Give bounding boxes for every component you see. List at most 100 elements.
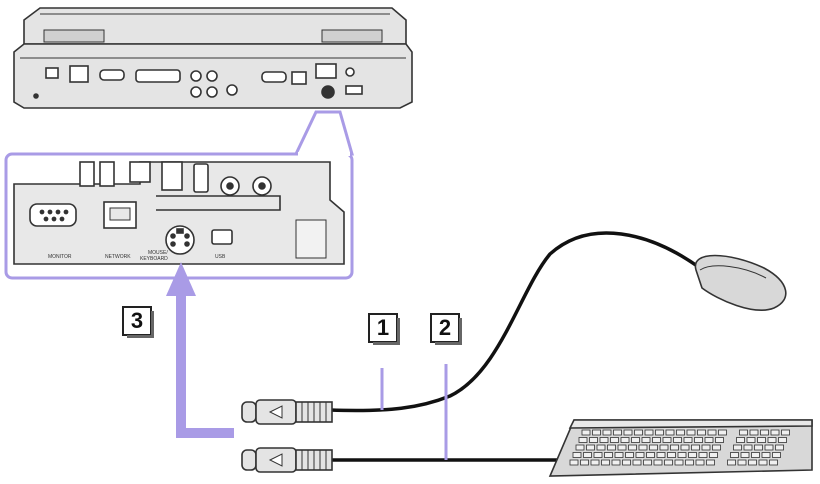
laptop-icon [13,7,413,109]
keyboard-key [656,452,666,458]
port-label-network: NETWORK [105,254,131,260]
keyboard-key [683,437,693,443]
keyboard-key [778,437,787,443]
keyboard-key [746,437,756,443]
keyboard-key [677,452,687,458]
keyboard-key [718,429,727,436]
keyboard-key [694,437,703,443]
keyboard-icon [548,419,813,477]
keyboard-key [581,429,591,436]
keyboard-key [737,459,747,466]
keyboard-key [601,459,610,466]
keyboard-key [617,444,627,451]
keyboard-key [754,444,763,451]
port-label-usb: USB [215,254,226,260]
keyboard-key [695,459,705,466]
ps2-connector-icon [241,399,333,425]
keyboard-key [697,429,706,436]
keyboard-key [641,437,651,443]
keyboard-key [655,429,664,436]
keyboard-key [686,429,696,436]
keyboard-key [590,459,600,466]
keyboard-key [575,444,585,451]
keyboard-key [673,437,682,443]
keyboard-key [610,437,619,443]
keyboard-key [586,444,595,451]
keyboard-key [757,437,766,443]
keyboard-key [625,452,634,458]
keyboard-key [706,459,715,466]
step-label-2: 2 [430,313,462,345]
keyboard-key [740,452,750,458]
keyboard-key [664,459,673,466]
keyboard-key [712,444,721,451]
keyboard-key [665,429,675,436]
keyboard-key [635,452,645,458]
keyboard-key [583,452,592,458]
step-label-3: 3 [122,306,154,338]
keyboard-key [623,429,633,436]
port-label-keyboard: KEYBOARD [140,256,168,262]
keyboard-key [715,437,724,443]
keyboard-key [767,437,777,443]
keyboard-key [761,452,771,458]
keyboard-key [736,437,745,443]
keyboard-key [760,429,769,436]
keyboard-key [649,444,658,451]
keyboard-key [634,429,643,436]
keyboard-key [733,444,742,451]
mouse-icon [694,254,787,311]
keyboard-key [638,444,648,451]
keyboard-key [775,444,784,451]
keyboard-key [620,437,630,443]
keyboard-key [659,444,669,451]
keyboard-key [743,444,753,451]
keyboard-key [688,452,697,458]
keyboard-key [646,452,655,458]
keyboard-key [769,459,778,466]
keyboard-key [593,452,603,458]
keyboard-key [604,452,613,458]
keyboard-key [748,459,757,466]
mouse-cable [328,231,702,413]
ps2-connector-icon [241,447,333,473]
keyboard-key [764,444,774,451]
keyboard-key [580,459,589,466]
keyboard-key [685,459,694,466]
keyboard-key [751,452,760,458]
keyboard-key [644,429,654,436]
keyboard-key [662,437,672,443]
keyboard-key [578,437,588,443]
keyboard-key [596,444,606,451]
arrow-up-icon [166,262,234,438]
keyboard-key [727,459,736,466]
keyboard-key [770,429,780,436]
keyboard-key [652,437,661,443]
keyboard-key [589,437,598,443]
keyboard-key [674,459,684,466]
keyboard-key [592,429,601,436]
keyboard-key [667,452,676,458]
keyboard-key [572,452,582,458]
keyboard-key [653,459,663,466]
keyboard-key [631,437,640,443]
keyboard-key [602,429,612,436]
keyboard-key [643,459,652,466]
port-closeup: MONITOR NETWORK MOUSE/ KEYBOARD USB [4,110,354,280]
keyboard-key [607,444,616,451]
keyboard-key [730,452,739,458]
ps2-port-icon [165,225,195,255]
keyboard-key [739,429,748,436]
keyboard-key [622,459,631,466]
keyboard-key [749,429,759,436]
keyboard-key [628,444,637,451]
port-label-mouse: MOUSE/ [148,250,168,256]
keyboard-key [611,459,621,466]
keyboard-key [709,452,718,458]
keyboard-key [670,444,679,451]
keyboard-key [569,459,579,466]
keyboard-key [704,437,714,443]
keyboard-key [707,429,717,436]
keyboard-key [680,444,690,451]
